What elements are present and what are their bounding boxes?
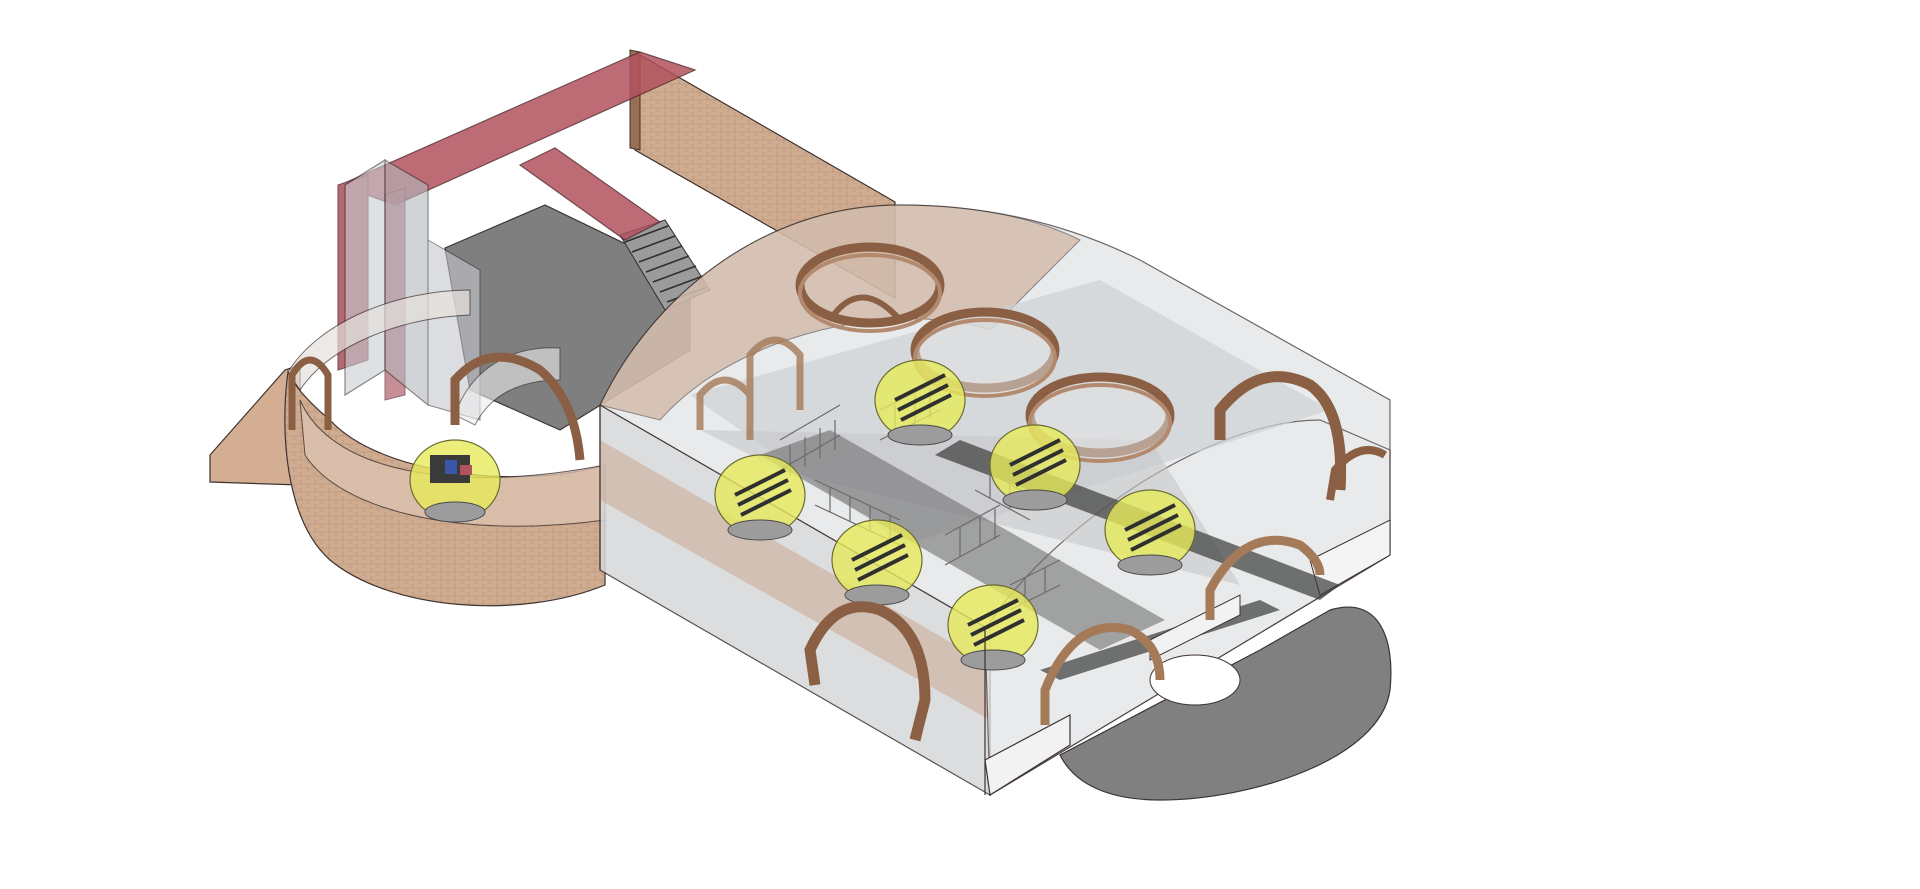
- pod: [1104, 489, 1196, 576]
- pod: [831, 519, 923, 606]
- ring-skylight: [795, 242, 945, 333]
- front-wall-edge: [599, 405, 1071, 796]
- glass-core-tower: [344, 158, 481, 421]
- pod: [714, 454, 806, 541]
- interior-arches: [696, 336, 804, 440]
- pod: [874, 359, 966, 446]
- back-arches: [1214, 371, 1388, 501]
- pods: [409, 359, 1196, 671]
- pod: [947, 584, 1039, 671]
- pod: [409, 439, 501, 523]
- pavilion-arches: [288, 352, 585, 461]
- front-arches: [804, 535, 1325, 742]
- lower-plaza: [1059, 594, 1392, 801]
- pod: [989, 424, 1081, 511]
